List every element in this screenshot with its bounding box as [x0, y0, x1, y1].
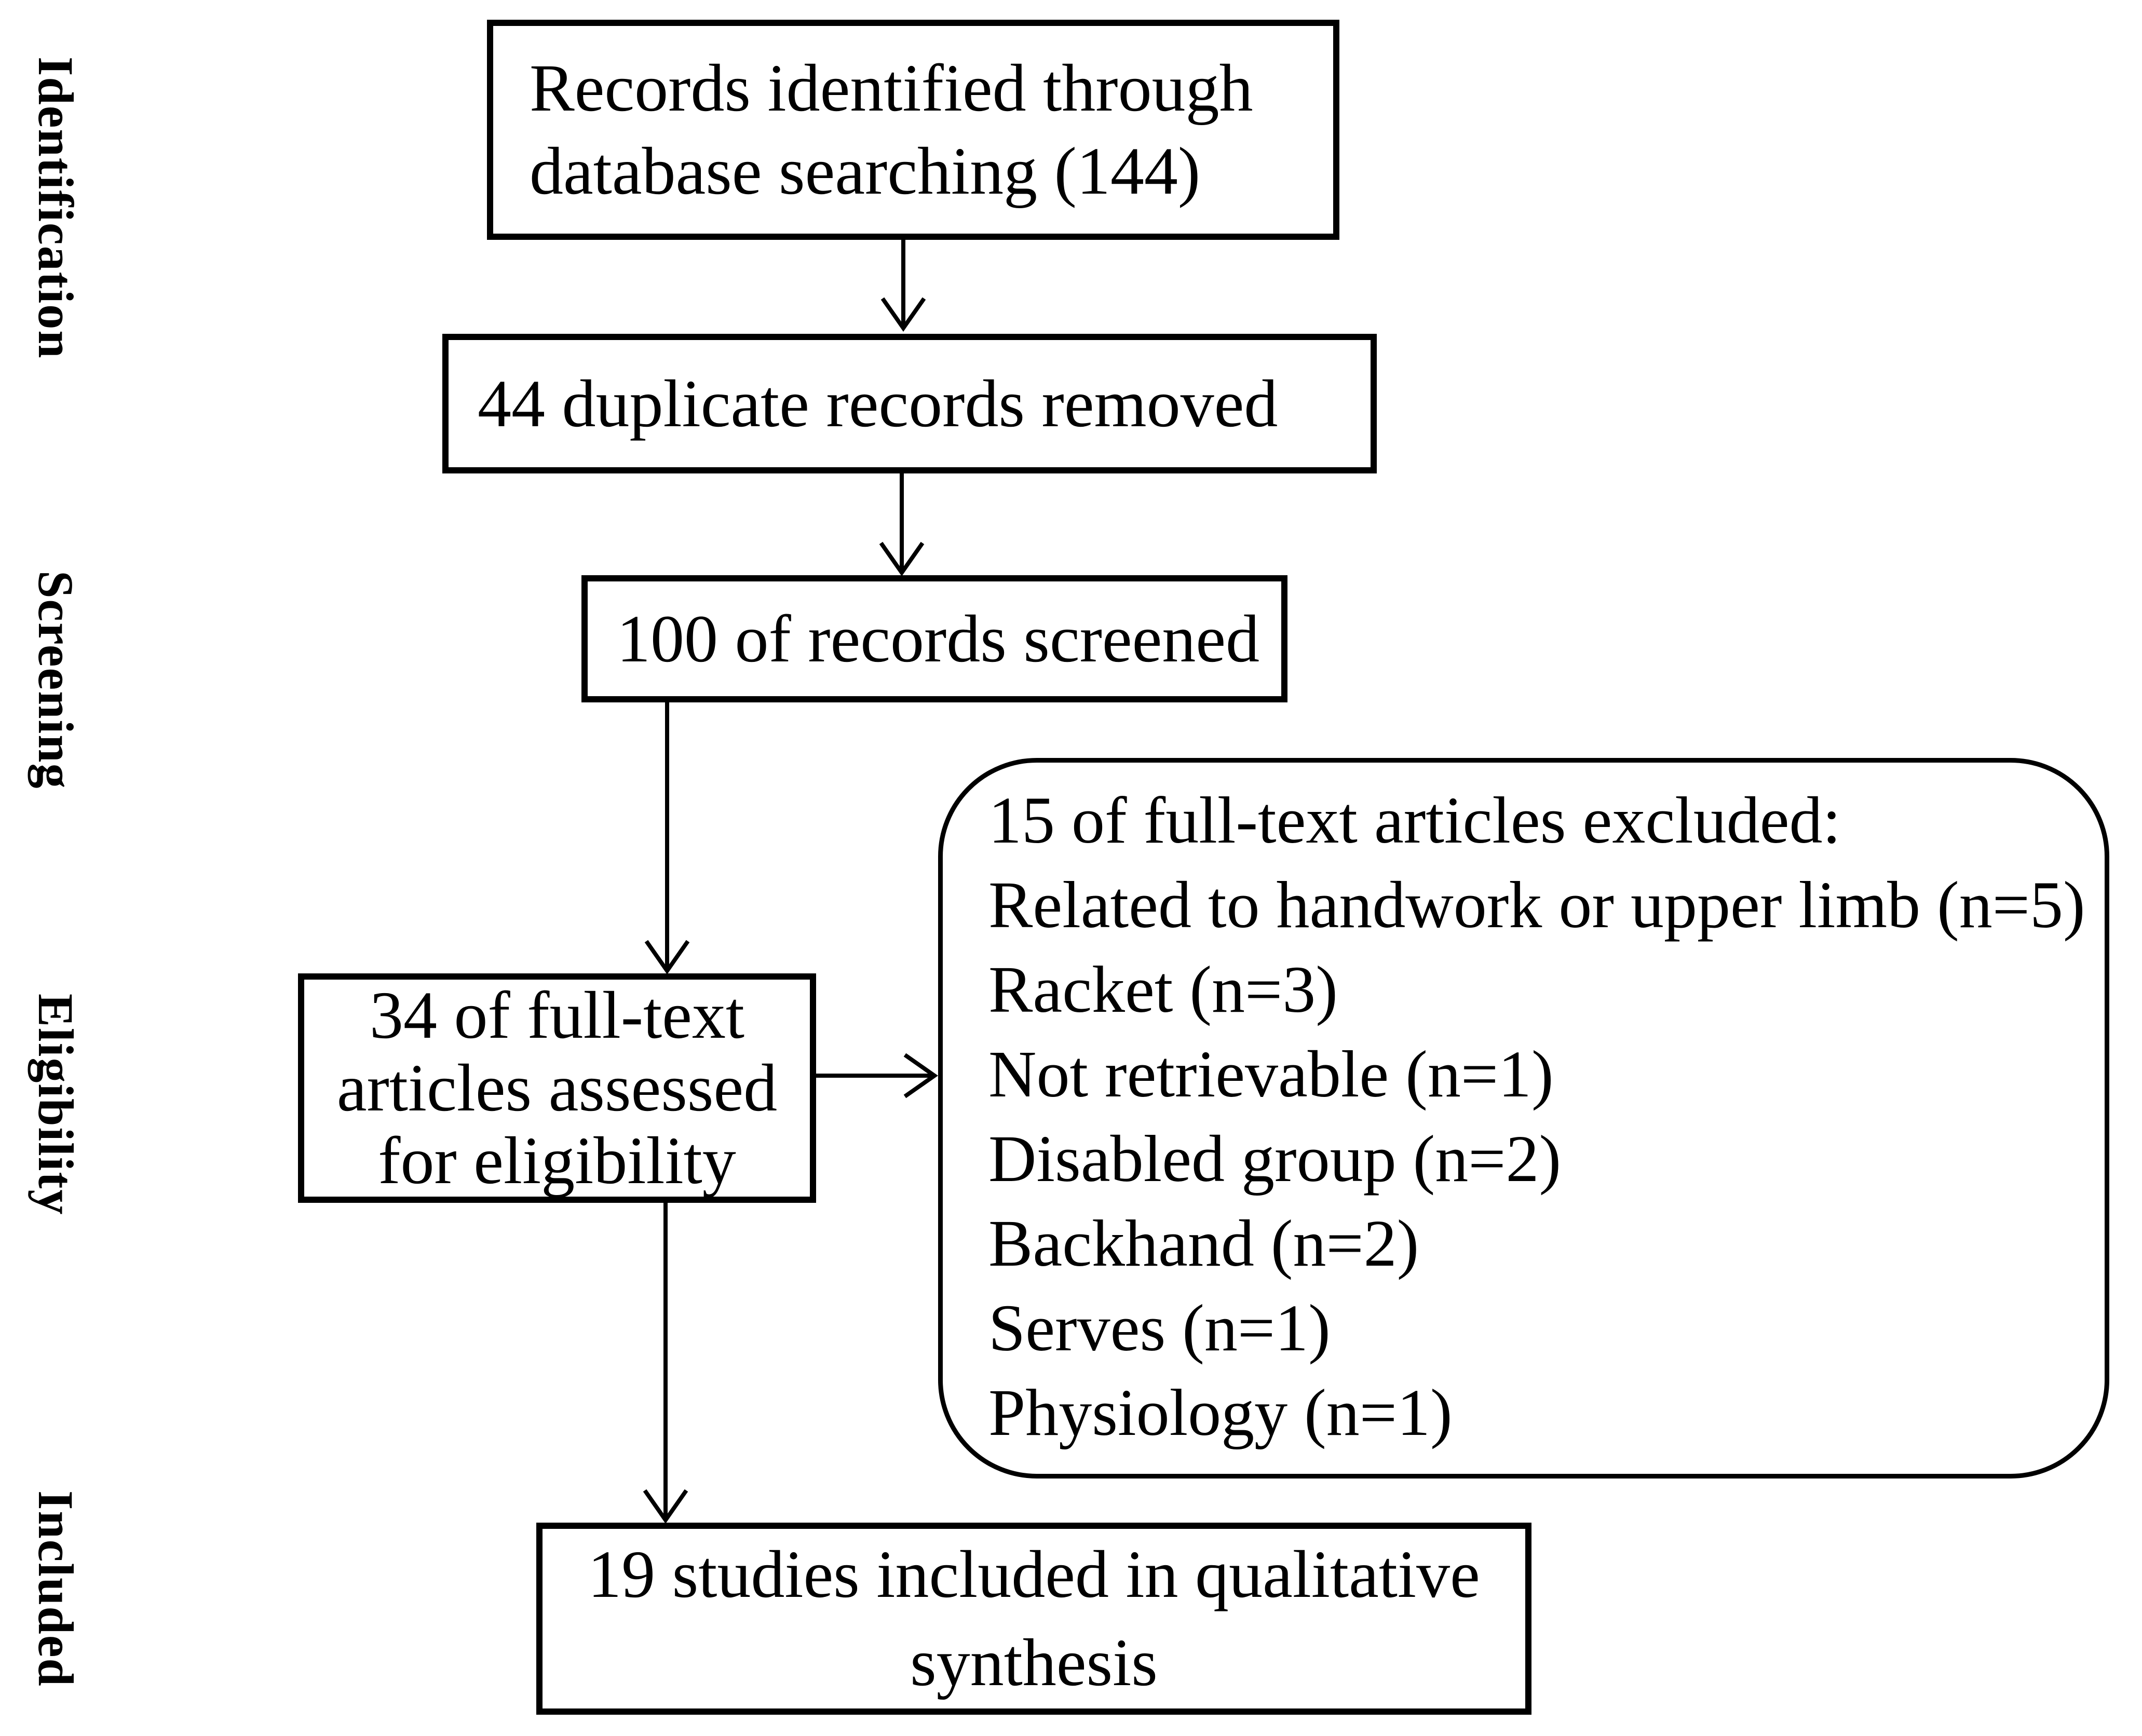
box-text-line: 100 of records screened — [617, 601, 1260, 676]
box-text-line: articles assessed — [336, 1051, 778, 1125]
phase-label-included: Included — [28, 1490, 84, 1687]
box-text-line: Disabled group (n=2) — [988, 1122, 1562, 1196]
box-text-line: database searching (144) — [530, 134, 1201, 209]
box-text-line: 19 studies included in qualitative — [588, 1537, 1480, 1612]
arrow-down-identified-to-duplicates-icon — [880, 240, 926, 332]
box-text-line: Backhand (n=2) — [988, 1206, 1419, 1280]
phase-label-screening: Screening — [28, 571, 84, 790]
box-text-line: synthesis — [910, 1625, 1158, 1700]
box-text-line: Related to handwork or upper limb (n=5) — [988, 868, 2085, 942]
box-text-line: 34 of full-text — [369, 978, 745, 1053]
arrow-down-screened-to-assessed-icon — [644, 702, 690, 974]
box-fulltext-assessed: 34 of full-text articles assessed for el… — [298, 973, 816, 1203]
box-duplicates-removed: 44 duplicate records removed — [442, 334, 1377, 473]
box-text-line: Racket (n=3) — [988, 953, 1338, 1026]
box-records-screened: 100 of records screened — [581, 575, 1287, 702]
box-text-line: Serves (n=1) — [988, 1291, 1331, 1365]
arrow-down-assessed-to-synthesis-icon — [643, 1203, 688, 1524]
box-fulltext-excluded: 15 of full-text articles excluded: Relat… — [938, 758, 2109, 1479]
phase-label-identification: Identification — [28, 56, 84, 359]
phase-label-eligibility: Eligibility — [28, 993, 84, 1216]
arrow-down-duplicates-to-screened-icon — [879, 473, 925, 576]
box-text-line: Physiology (n=1) — [988, 1376, 1453, 1449]
box-text-line: Not retrievable (n=1) — [988, 1037, 1554, 1111]
box-records-identified: Records identified through database sear… — [487, 20, 1339, 240]
box-text-line: 44 duplicate records removed — [478, 366, 1278, 441]
box-text-line: Records identified through — [530, 51, 1253, 126]
box-text-line: 15 of full-text articles excluded: — [988, 783, 1841, 857]
box-qualitative-synthesis: 19 studies included in qualitative synth… — [536, 1523, 1531, 1715]
arrow-right-assessed-to-excluded-icon — [816, 1053, 938, 1098]
box-text-line: for eligibility — [378, 1123, 736, 1198]
